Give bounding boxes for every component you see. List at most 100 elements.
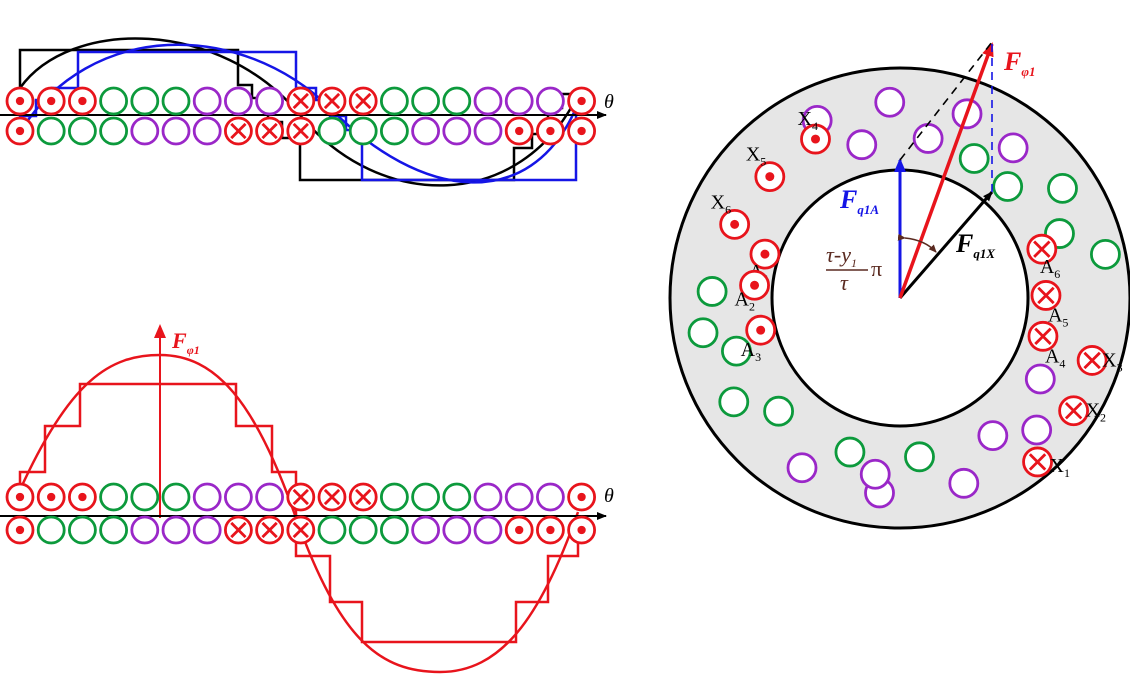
conductor-cross (286, 515, 316, 545)
conductor-label-index: 3 (755, 350, 761, 364)
conductor-dot (5, 116, 35, 146)
conductor-dot (719, 208, 751, 240)
conductor-dot (536, 515, 565, 545)
current-dot-icon (47, 96, 56, 106)
conductor-green (36, 116, 66, 146)
conductor-ring (411, 482, 441, 512)
fq1a-label-main: F (839, 185, 857, 214)
conductor-green (68, 116, 97, 146)
conductor-green (904, 441, 935, 473)
conductor-cross (223, 515, 253, 545)
conductor-green (99, 116, 128, 146)
red-sine-waveform (18, 353, 580, 674)
current-dot-icon (730, 219, 740, 229)
conductor-purple (223, 86, 253, 116)
conductor-purple (192, 482, 222, 512)
conductor-dot (5, 86, 35, 116)
conductor-green (379, 515, 409, 545)
bottom-left-axis-label: θ (604, 485, 614, 507)
current-dot-icon (515, 525, 524, 535)
conductor-label: A4 (1045, 345, 1065, 370)
conductor-green (68, 515, 97, 545)
conductor-label-index: 6 (725, 202, 731, 216)
current-cross-icon (261, 122, 278, 140)
conductor-green (411, 482, 441, 512)
current-dot-icon (577, 525, 586, 535)
conductor-purple (473, 515, 503, 545)
conductor-ring (411, 116, 441, 146)
conductor-ring (379, 482, 409, 512)
conductor-ring (130, 116, 160, 146)
conductor-cross (317, 482, 347, 512)
conductor-cross (1026, 233, 1058, 265)
conductor-green (379, 116, 409, 146)
fq1x-label-sub: q1X (973, 246, 995, 261)
conductor-ring (99, 515, 128, 545)
current-dot-icon (577, 126, 586, 136)
current-cross-icon (292, 122, 309, 140)
conductor-dot (68, 482, 97, 512)
conductor-dot (749, 238, 781, 270)
conductor-green (379, 482, 409, 512)
conductor-ring (997, 132, 1029, 164)
conductor-label-letter: X (1102, 349, 1117, 371)
fphi1-vector (898, 42, 994, 299)
conductor-label-index: 3 (1117, 360, 1123, 374)
current-dot-icon (15, 492, 25, 502)
conductor-green (958, 143, 990, 174)
current-dot-icon (47, 492, 56, 502)
current-cross-icon (1064, 402, 1083, 420)
conductor-green (130, 482, 160, 512)
conductor-ring (130, 515, 160, 545)
conductor-green (442, 482, 472, 512)
current-dot-icon (15, 525, 25, 535)
conductor-ring (161, 116, 191, 146)
top-left-mmf-panel: θ (0, 37, 614, 187)
conductor-ring (687, 317, 719, 349)
conductor-ring (834, 436, 866, 468)
current-cross-icon (230, 521, 247, 539)
current-dot-icon (760, 249, 770, 259)
conductor-ring (1021, 414, 1053, 446)
conductor-green (763, 395, 794, 427)
bottom-left-mmf-panel: Fφ1 θ (0, 324, 614, 674)
conductor-cross (1076, 345, 1108, 376)
conductor-purple (504, 482, 534, 512)
conductor-label: X2 (1086, 400, 1106, 425)
mmf-peak-label-main: F (171, 328, 187, 353)
conductor-label-letter: A (1048, 304, 1063, 326)
conductor-ring (763, 395, 794, 427)
conductor-purple (859, 458, 891, 490)
conductor-ring (958, 143, 990, 174)
conductor-ring (223, 86, 253, 116)
fphi1-label-main: F (1003, 47, 1021, 76)
angle-fraction-label: τ-y1 τ π (826, 242, 882, 295)
conductor-green (99, 86, 128, 116)
conductor-green (317, 515, 347, 545)
conductor-ring (786, 452, 818, 484)
conductor-dot (68, 86, 97, 116)
conductor-ring (473, 482, 503, 512)
current-dot-icon (78, 492, 87, 502)
top-left-conductor-row-1 (5, 86, 596, 116)
conductor-dot (754, 161, 786, 193)
conductor-purple (130, 515, 160, 545)
conductor-purple (1024, 363, 1056, 395)
fq1x-vector (898, 191, 994, 299)
conductor-green (442, 86, 472, 116)
fq1x-label: Fq1X (955, 229, 995, 261)
conductor-purple (473, 482, 503, 512)
conductor-cross (1058, 395, 1090, 427)
stator-ring-panel: A1A2A3A4A5A6X4X5X6X1X2X3 Fφ1 Fq1A Fq1X τ… (668, 41, 1130, 530)
conductor-ring (348, 515, 378, 545)
conductor-label-index: 4 (812, 119, 818, 133)
conductor-label: A5 (1048, 304, 1068, 329)
top-left-conductor-row-2 (5, 116, 596, 146)
conductor-purple (411, 116, 441, 146)
current-dot-icon (577, 96, 586, 106)
conductor-ring (99, 482, 128, 512)
conductor-cross (286, 482, 316, 512)
current-dot-icon (756, 325, 766, 335)
conductor-label-index: 4 (1059, 356, 1065, 370)
